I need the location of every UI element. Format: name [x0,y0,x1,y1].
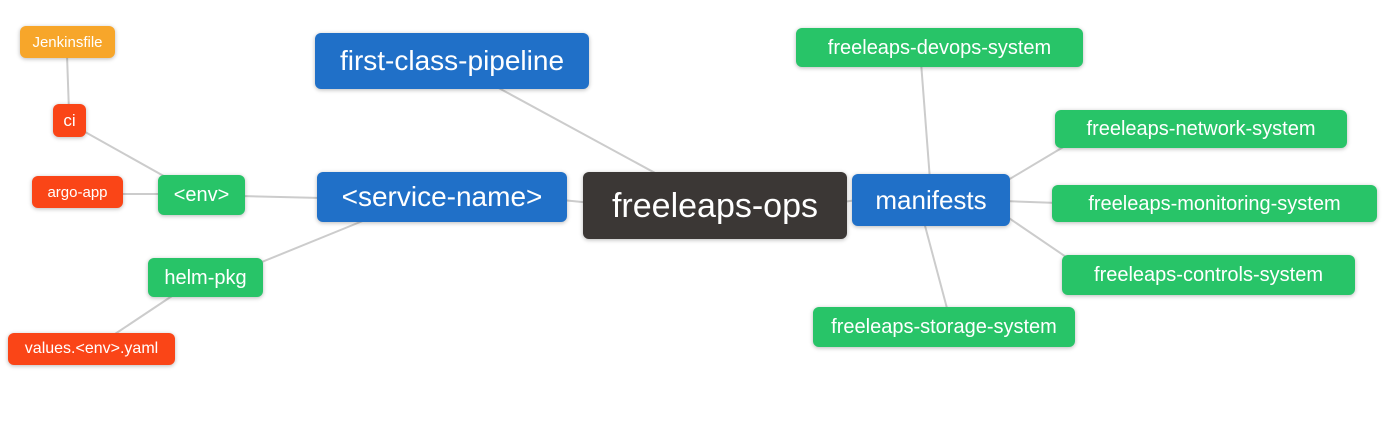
node-manifests[interactable]: manifests [852,174,1010,226]
node-freeleaps-ops[interactable]: freeleaps-ops [583,172,847,239]
edge-first-class-pipeline-freeleaps-ops [494,85,669,181]
edge-manifests-devops-system [920,61,931,181]
node-controls-system[interactable]: freeleaps-controls-system [1062,255,1355,295]
edge-helm-pkg-values-env-yaml [111,293,176,337]
edge-service-name-helm-pkg [251,217,371,267]
node-env[interactable]: <env> [158,175,245,215]
node-monitoring-system[interactable]: freeleaps-monitoring-system [1052,185,1377,222]
edge-manifests-network-system [1002,142,1071,184]
edge-env-service-name [239,195,323,199]
node-ci[interactable]: ci [53,104,86,137]
node-storage-system[interactable]: freeleaps-storage-system [813,307,1075,347]
node-network-system[interactable]: freeleaps-network-system [1055,110,1347,148]
node-argo-app[interactable]: argo-app [32,176,123,208]
node-service-name[interactable]: <service-name> [317,172,567,222]
node-helm-pkg[interactable]: helm-pkg [148,258,263,297]
node-devops-system[interactable]: freeleaps-devops-system [796,28,1083,67]
node-values-env-yaml[interactable]: values.<env>.yaml [8,333,175,365]
edge-manifests-monitoring-system [1002,200,1059,204]
node-jenkinsfile[interactable]: Jenkinsfile [20,26,115,58]
node-first-class-pipeline[interactable]: first-class-pipeline [315,33,589,89]
edge-manifests-storage-system [923,221,949,313]
